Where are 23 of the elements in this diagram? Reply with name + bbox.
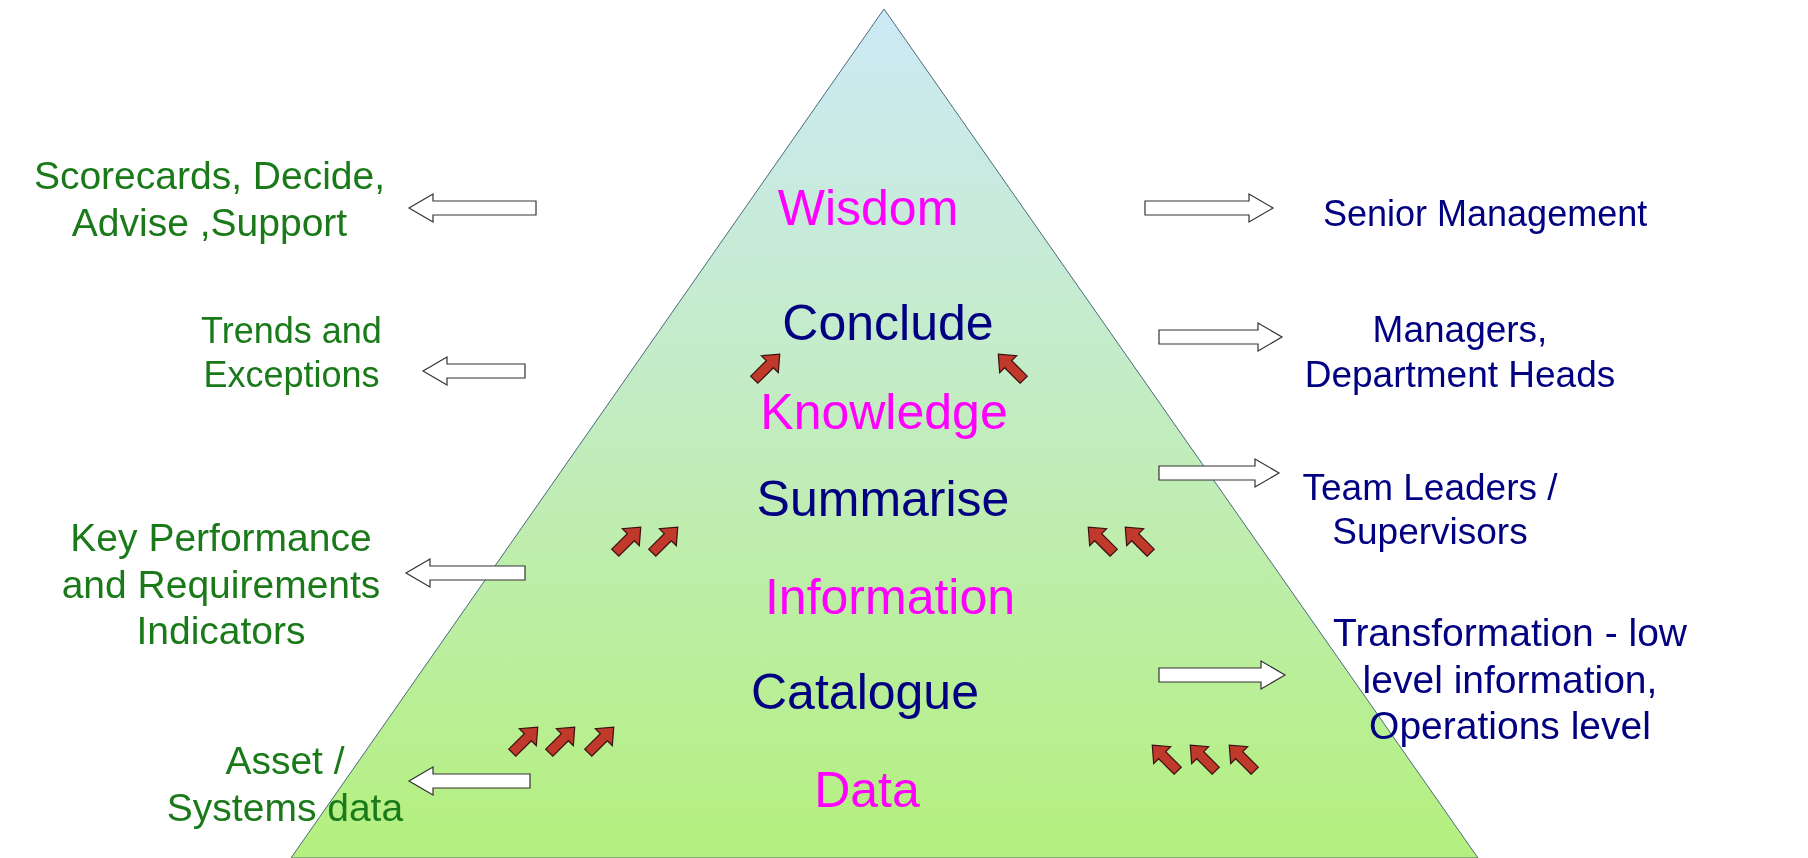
block-arrow: [1144, 192, 1275, 224]
information-level-label: Information: [764, 572, 1016, 622]
audience-label: Team Leaders / Supervisors: [1285, 455, 1575, 565]
process-step-label: Conclude: [782, 298, 994, 348]
audience-label: Managers, Department Heads: [1290, 300, 1630, 405]
output-label: Key Performance and Requirements Indicators: [40, 510, 402, 660]
block-arrow: [1158, 659, 1287, 691]
block-arrow: [421, 355, 526, 387]
output-label: Trends and Exceptions: [160, 300, 423, 405]
block-arrow: [404, 557, 526, 589]
process-step-label: Catalogue: [751, 667, 979, 717]
wisdom-level-label: Wisdom: [777, 183, 959, 233]
audience-label: Transformation - low level information, Operations level: [1290, 600, 1730, 760]
knowledge-level-label: Knowledge: [760, 387, 1008, 437]
process-step-label: Summarise: [756, 474, 1010, 524]
block-arrow: [1158, 457, 1281, 489]
block-arrow: [1158, 321, 1284, 353]
audience-label: Senior Management: [1273, 190, 1743, 238]
block-arrow: [407, 192, 537, 224]
block-arrow: [407, 765, 531, 797]
data-level-label: Data: [814, 765, 920, 815]
output-label: Scorecards, Decide, Advise ,Support: [10, 150, 409, 250]
output-label: Asset / Systems data: [165, 730, 405, 840]
